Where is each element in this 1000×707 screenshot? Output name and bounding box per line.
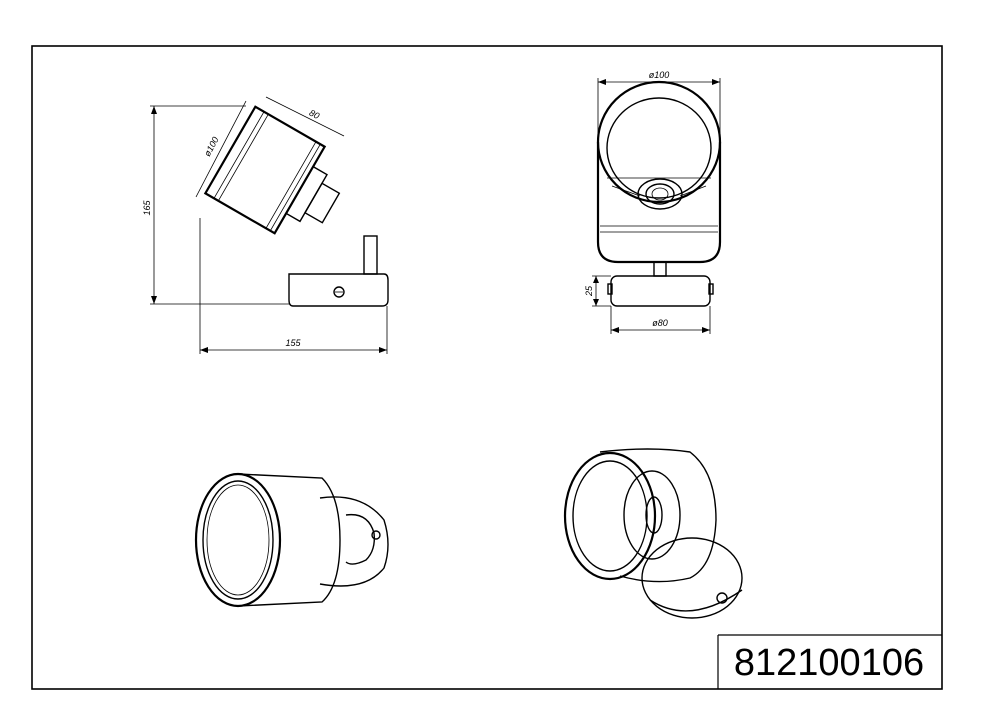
part-number-box: 812100106 xyxy=(717,634,942,689)
side-view: 165 155 80 ø100 xyxy=(142,96,389,354)
side-width-label: 155 xyxy=(285,338,301,348)
front-base-height-label: 25 xyxy=(584,285,594,297)
part-number: 812100106 xyxy=(734,642,924,684)
front-view-socket xyxy=(637,178,683,210)
perspective-left-shade xyxy=(237,473,341,607)
perspective-right-screw-icon xyxy=(716,592,728,604)
side-view-screw-icon xyxy=(333,286,345,298)
front-view-arm xyxy=(653,261,667,277)
front-diameter-label: ø100 xyxy=(649,70,670,80)
perspective-right-shade xyxy=(599,448,717,583)
side-view-shade xyxy=(203,105,341,235)
perspective-right-socket xyxy=(645,496,663,534)
drawing-frame xyxy=(31,45,943,690)
front-view: ø100 25 ø80 xyxy=(584,70,722,334)
side-height-label: 165 xyxy=(142,200,152,216)
side-depth-label: 80 xyxy=(308,108,321,121)
perspective-left-screw-icon xyxy=(371,530,381,540)
perspective-right-base xyxy=(641,537,743,619)
perspective-view-right xyxy=(563,448,743,619)
perspective-view-left xyxy=(194,472,389,608)
front-view-base xyxy=(610,275,711,307)
side-view-base xyxy=(288,273,389,307)
side-view-arm xyxy=(363,235,378,275)
front-base-diameter-label: ø80 xyxy=(652,318,668,328)
